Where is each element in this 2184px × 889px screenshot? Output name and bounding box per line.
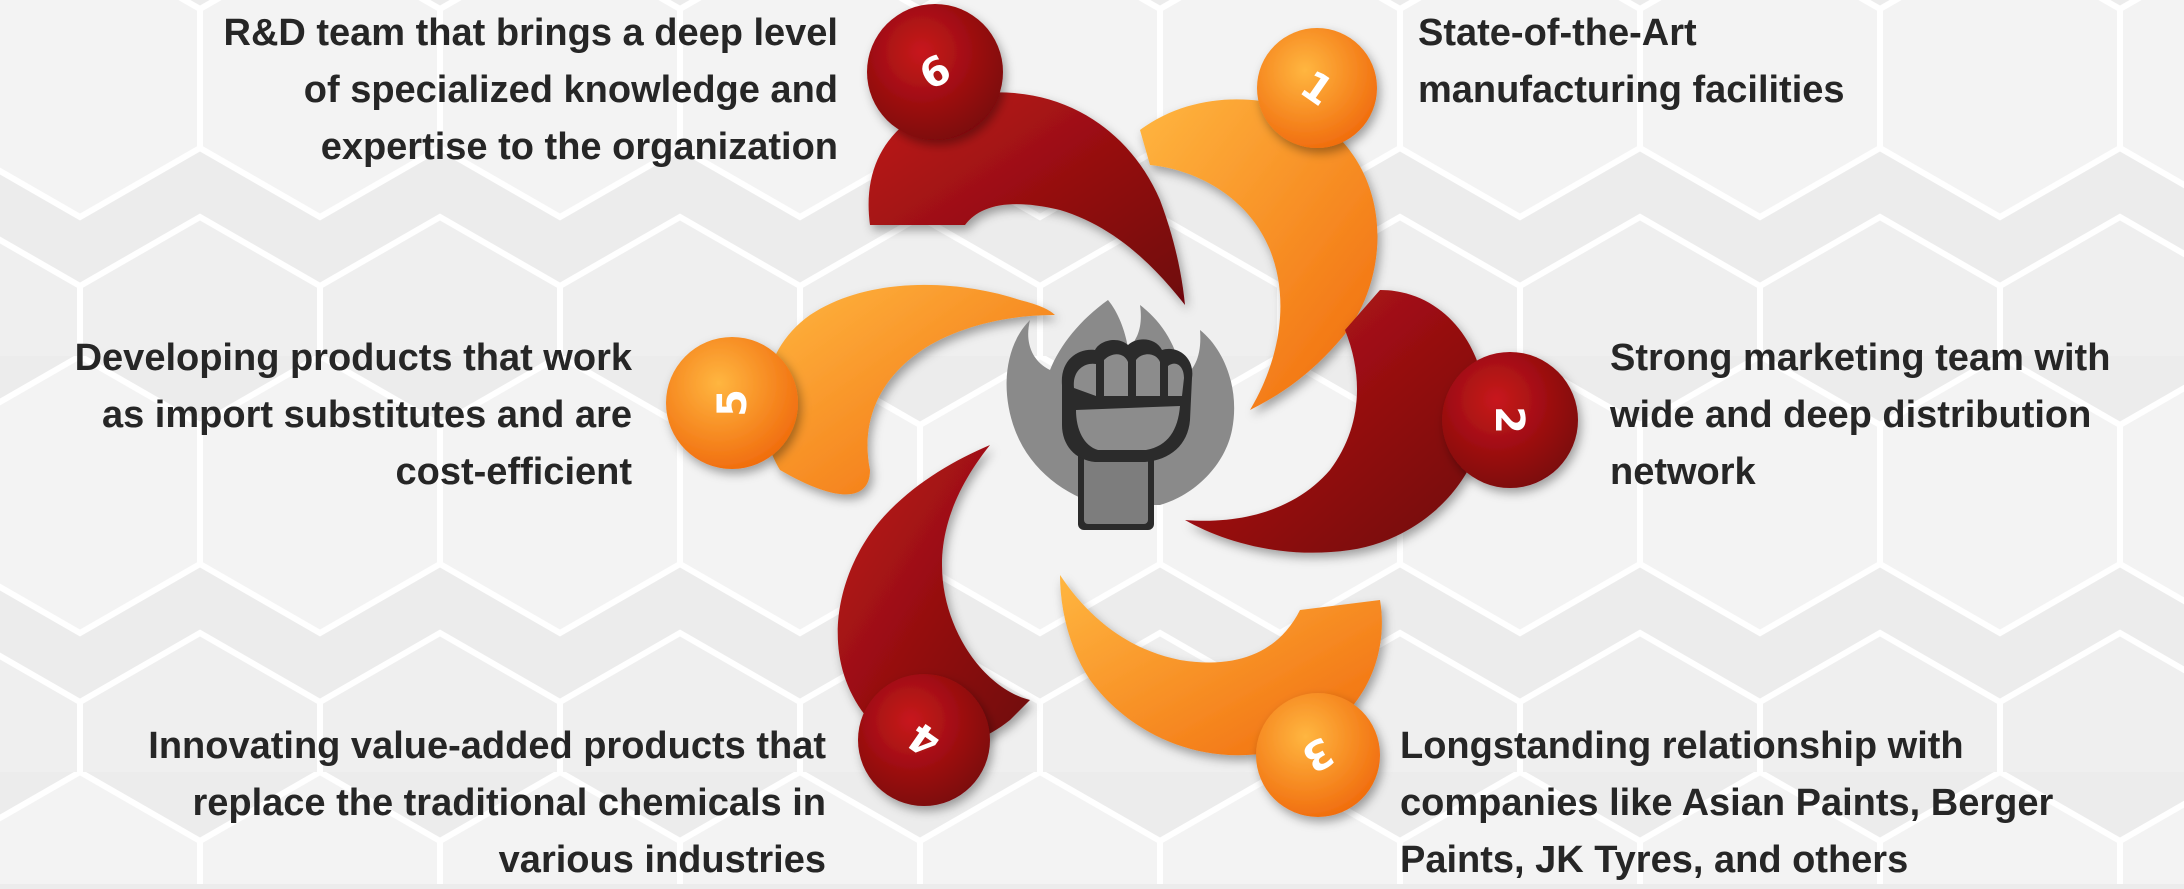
arm-4 <box>837 445 1030 748</box>
arm-1 <box>1140 99 1378 411</box>
badge-2: 2 <box>1442 352 1578 488</box>
item-1-text: State-of-the-Art manufacturing facilitie… <box>1418 12 1845 111</box>
item-4-text: Innovating value-added products that rep… <box>148 725 826 881</box>
badge-4: 4 <box>858 674 990 806</box>
item-6-text: R&D team that brings a deep level of spe… <box>223 12 839 168</box>
raised-fist-flame-icon <box>1006 300 1235 530</box>
badge-2-number: 2 <box>1486 406 1532 434</box>
badge-1: 1 <box>1257 28 1377 148</box>
badge-5-number: 5 <box>710 389 756 417</box>
arm-5 <box>763 284 1055 495</box>
arm-2 <box>1185 290 1486 553</box>
item-5-text: Developing products that work as import … <box>74 337 632 493</box>
arm-6 <box>868 92 1185 306</box>
badge-3: 3 <box>1256 693 1380 817</box>
badge-6: 6 <box>867 4 1003 140</box>
item-3-text: Longstanding relationship with companies… <box>1400 725 2054 881</box>
badge-5: 5 <box>666 337 798 469</box>
item-2-text: Strong marketing team with wide and deep… <box>1610 337 2111 493</box>
